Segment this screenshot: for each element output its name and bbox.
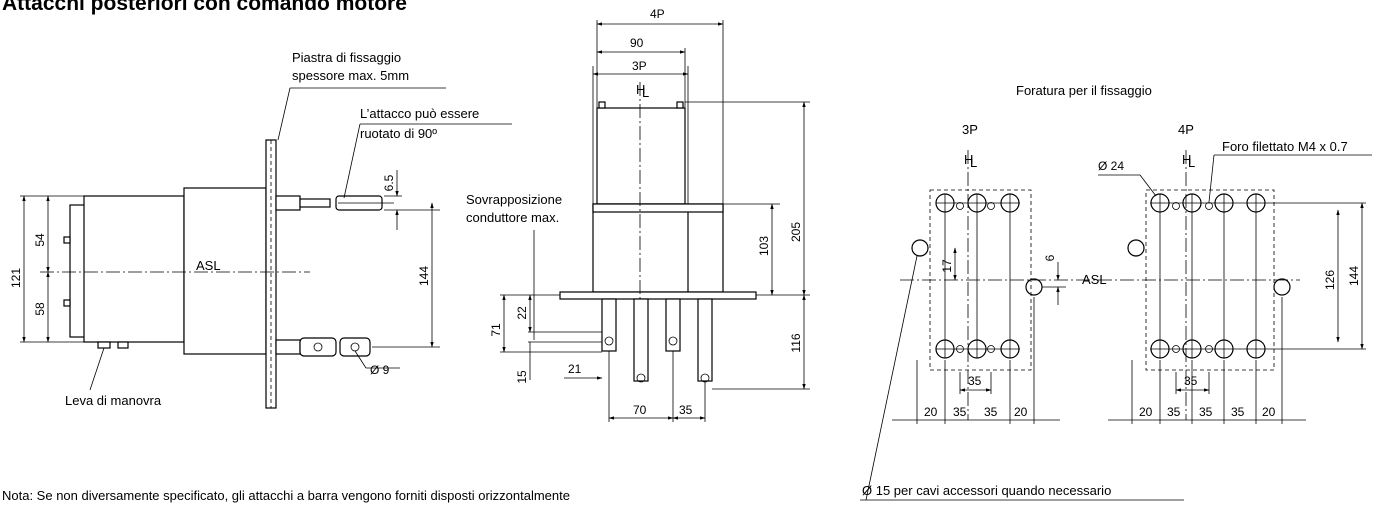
dim-d9: Ø 9: [370, 363, 390, 377]
svg-text:H: H: [1182, 152, 1191, 167]
dim-d144: 144: [417, 266, 431, 286]
asl-drill-label: ASL: [1082, 272, 1107, 287]
dim-103: 103: [757, 236, 771, 256]
thread-hole-label: Foro filettato M4 x 0.7: [1222, 139, 1348, 154]
dim-22: 22: [515, 306, 529, 320]
lever-label: Leva di manovra: [65, 393, 162, 408]
dim-20-4p-left: 20: [1139, 405, 1153, 419]
dim-3p: 3P: [632, 59, 647, 73]
holes-3p: [911, 193, 1043, 359]
motor-operator-body: [183, 187, 267, 355]
dim-20-3p-right: 20: [1014, 405, 1028, 419]
terminal-3: [665, 298, 681, 352]
operating-lever: [97, 341, 111, 349]
svg-text:L: L: [1188, 155, 1195, 170]
dim-21: 21: [568, 362, 582, 376]
drilling-3p-label: 3P: [962, 122, 978, 137]
lower-terminal: [275, 339, 301, 355]
dim-35-4p-1: 35: [1167, 405, 1181, 419]
asl-side-label: ASL: [196, 258, 221, 273]
dim-205: 205: [789, 222, 803, 242]
holes-4p: [1127, 193, 1366, 359]
dim-17: 17: [940, 259, 954, 273]
overlap-label-1: Sovrapposizione: [466, 192, 562, 207]
dim-35-3p-mid: 35: [968, 374, 982, 388]
breaker-body: [83, 195, 185, 343]
fixing-plate-label-1: Piastra di fissaggio: [292, 50, 401, 65]
dim-90: 90: [630, 36, 644, 50]
dim-35-3p-1: 35: [953, 405, 967, 419]
side-view: Leva di manovra Piastra di fissaggio spe…: [9, 50, 512, 409]
dim-15: 15: [515, 370, 529, 384]
front-view: H L 4P 90 3P 205 103 116 Sovrapposizione…: [466, 7, 810, 422]
breaker-front-body: [592, 203, 724, 293]
rotate-label-1: L’attacco può essere: [360, 106, 479, 121]
motor-operator: [596, 107, 686, 205]
dim-71: 71: [489, 323, 503, 337]
upper-terminal: [275, 195, 301, 211]
drilling-4p-label: 4P: [1178, 122, 1194, 137]
dim-d121: 121: [9, 268, 23, 288]
cable-hole-label: Ø 15 per cavi accessori quando necessari…: [862, 483, 1111, 498]
dim-35-4p-2: 35: [1199, 405, 1213, 419]
dim-70: 70: [633, 403, 647, 417]
dim-35-4p-mid: 35: [1184, 374, 1198, 388]
terminal-2: [633, 298, 649, 382]
dim-d24: Ø 24: [1098, 159, 1124, 173]
dim-d58: 58: [33, 302, 47, 316]
overlap-label-2: conduttore max.: [466, 210, 559, 225]
dim-126: 126: [1323, 270, 1337, 290]
dim-d6-5: 6.5: [382, 174, 396, 191]
drilling-title: Foratura per il fissaggio: [1016, 83, 1152, 98]
terminal-4: [697, 298, 713, 382]
dim-35-front: 35: [679, 403, 693, 417]
dim-144-drill: 144: [1347, 266, 1361, 286]
fixing-plate-label-2: spessore max. 5mm: [292, 68, 409, 83]
svg-text:L: L: [642, 85, 649, 100]
svg-text:L: L: [970, 155, 977, 170]
footer-note: Nota: Se non diversamente specificato, g…: [2, 488, 570, 503]
dim-d54: 54: [33, 233, 47, 247]
base-plate: [559, 291, 757, 300]
svg-text:H: H: [964, 152, 973, 167]
rotate-label-2: ruotato di 90º: [360, 126, 437, 141]
terminal-1: [601, 298, 617, 352]
dim-116: 116: [789, 333, 803, 352]
page-title: Attacchi posteriori con comando motore: [2, 0, 407, 15]
dim-6: 6: [1043, 254, 1057, 261]
dim-35-3p-2: 35: [984, 405, 998, 419]
dim-20-3p-left: 20: [924, 405, 938, 419]
drilling-patterns: Foratura per il fissaggio 3P 4P ASL HL 1…: [860, 83, 1372, 501]
dim-35-4p-3: 35: [1231, 405, 1245, 419]
svg-text:H: H: [636, 82, 645, 97]
dim-20-4p-right: 20: [1262, 405, 1276, 419]
dim-4p: 4P: [650, 7, 665, 21]
